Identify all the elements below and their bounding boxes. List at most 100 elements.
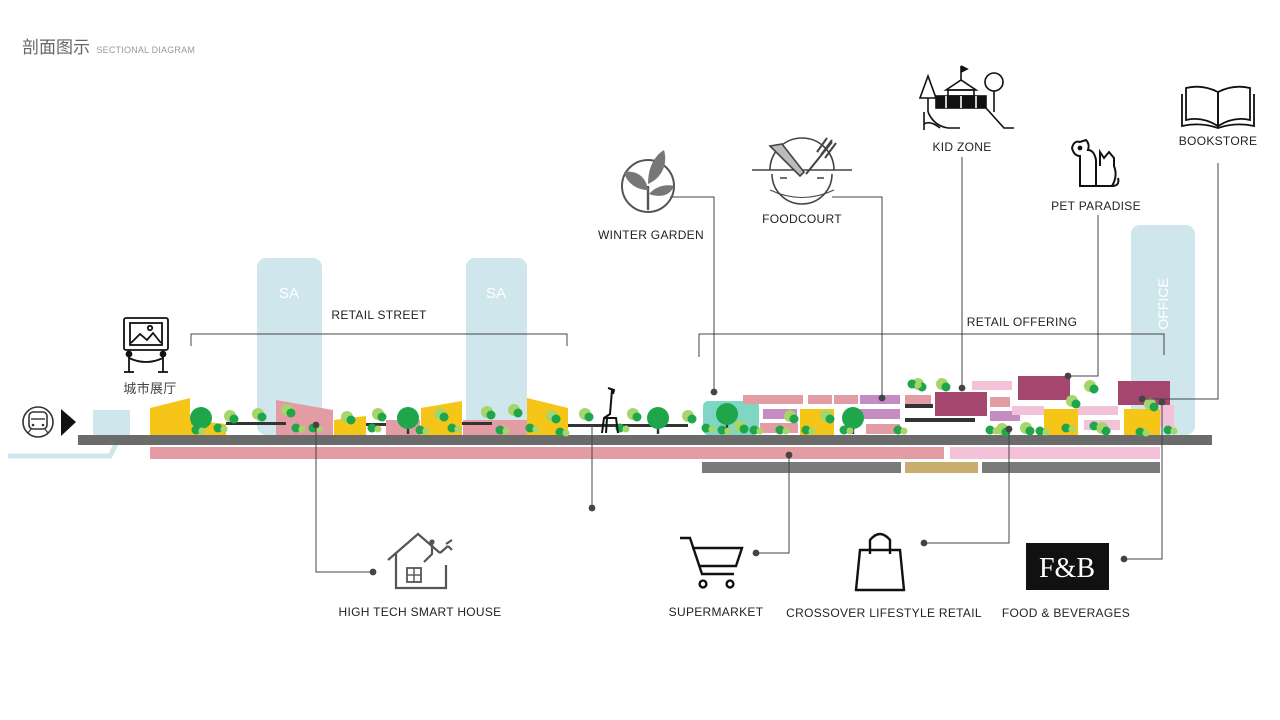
small-tree-canopy xyxy=(513,408,523,418)
tree-canopy xyxy=(647,407,669,429)
shrub xyxy=(900,427,908,435)
small-tree-canopy xyxy=(632,412,642,422)
small-tree-canopy xyxy=(551,414,561,424)
shrub xyxy=(532,425,540,433)
shrub xyxy=(756,427,764,435)
shrub xyxy=(298,425,306,433)
shrub xyxy=(775,425,785,435)
basement-retail-lightpink xyxy=(950,447,1160,459)
shrub xyxy=(213,423,223,433)
dog-cat-icon xyxy=(1070,138,1120,187)
sa-tower-right xyxy=(466,258,527,435)
small-tree-canopy xyxy=(941,382,951,392)
small-tree-canopy xyxy=(1071,399,1081,409)
basement-level-gray-1 xyxy=(702,462,901,473)
winter-garden-label: WINTER GARDEN xyxy=(598,228,704,242)
shrub xyxy=(782,427,790,435)
basement-level-tan xyxy=(905,462,978,473)
tree-canopy xyxy=(842,407,864,429)
shrub xyxy=(454,425,462,433)
small-tree-canopy xyxy=(687,414,697,424)
shopping-bag-icon xyxy=(854,532,906,592)
shrub xyxy=(708,425,716,433)
shrub xyxy=(622,425,630,433)
retail-offering-bracket xyxy=(698,333,1165,357)
small-tree-canopy xyxy=(377,412,387,422)
shrub xyxy=(1089,421,1099,431)
shrub xyxy=(562,429,570,437)
shopping-cart-icon xyxy=(680,536,744,589)
shrub xyxy=(422,427,430,435)
title-english: SECTIONAL DIAGRAM xyxy=(96,45,196,55)
shrub xyxy=(447,423,457,433)
retail-offering-label: RETAIL OFFERING xyxy=(966,315,1078,329)
shrub xyxy=(367,423,377,433)
shrub xyxy=(1142,429,1150,437)
shrub xyxy=(198,427,206,435)
metro-track xyxy=(8,442,119,459)
small-tree-canopy xyxy=(257,412,267,422)
shrub xyxy=(525,423,535,433)
small-tree-canopy xyxy=(1149,402,1159,412)
smart-house-icon xyxy=(387,532,453,590)
small-tree-canopy xyxy=(825,414,835,424)
small-tree-canopy xyxy=(584,412,594,422)
supermarket-label: SUPERMARKET xyxy=(668,605,764,619)
small-tree-canopy xyxy=(739,424,749,434)
tree-canopy xyxy=(397,407,419,429)
small-tree-canopy xyxy=(286,408,296,418)
sa-tower-left xyxy=(257,258,322,435)
pet-paradise-label: PET PARADISE xyxy=(1051,199,1141,213)
shrub xyxy=(1096,423,1104,431)
exhibition-label: 城市展厅 xyxy=(123,382,177,397)
small-tree-canopy xyxy=(1089,384,1099,394)
fork-knife-plate-icon xyxy=(752,137,852,205)
small-tree-canopy xyxy=(1101,426,1111,436)
exhibition-frame-icon xyxy=(123,317,169,373)
kid-zone-label: KID ZONE xyxy=(932,140,992,154)
shrub xyxy=(749,425,759,435)
shrub xyxy=(1135,427,1145,437)
giraffe-sculpture-icon xyxy=(601,387,619,434)
landscape-trees xyxy=(190,378,1178,437)
office-tower-label: OFFICE xyxy=(1155,278,1171,329)
fnb-label: FOOD & BEVERAGES xyxy=(1001,606,1131,620)
small-tree-canopy xyxy=(229,414,239,424)
smart-house-label: HIGH TECH SMART HOUSE xyxy=(338,605,502,619)
crossover-retail-label: CROSSOVER LIFESTYLE RETAIL xyxy=(786,606,982,620)
shrub xyxy=(992,427,1000,435)
shrub xyxy=(1170,427,1178,435)
shrub xyxy=(846,427,854,435)
tree-canopy xyxy=(716,403,738,425)
playground-icon xyxy=(918,65,1014,130)
small-tree-canopy xyxy=(789,414,799,424)
retail-street-label: RETAIL STREET xyxy=(331,308,427,322)
shrub xyxy=(839,425,849,435)
basement-retail-pink xyxy=(150,447,944,459)
small-tree-canopy xyxy=(486,410,496,420)
shrub xyxy=(1042,428,1050,436)
ground-slab xyxy=(78,435,1212,445)
shrub xyxy=(717,425,727,435)
shrub xyxy=(985,425,995,435)
shrub xyxy=(495,425,505,435)
sa-tower-right-label: SA xyxy=(486,285,506,302)
retail-street-bracket xyxy=(190,333,568,346)
shrub xyxy=(1061,423,1071,433)
entry-arrow-icon xyxy=(61,409,76,436)
small-tree-canopy xyxy=(346,415,356,425)
shrub xyxy=(907,379,917,389)
metro-train-icon xyxy=(22,406,54,438)
open-book-icon xyxy=(1181,85,1255,129)
shrub xyxy=(893,425,903,435)
foodcourt-label: FOODCOURT xyxy=(762,212,842,226)
title-chinese: 剖面图示 xyxy=(22,38,90,58)
fnb-logo-icon xyxy=(1026,543,1109,590)
metro-entry-block xyxy=(93,410,130,436)
tree-canopy xyxy=(190,407,212,429)
shrub xyxy=(291,423,301,433)
shrub xyxy=(801,425,811,435)
small-tree-canopy xyxy=(439,412,449,422)
shrub xyxy=(701,423,711,433)
